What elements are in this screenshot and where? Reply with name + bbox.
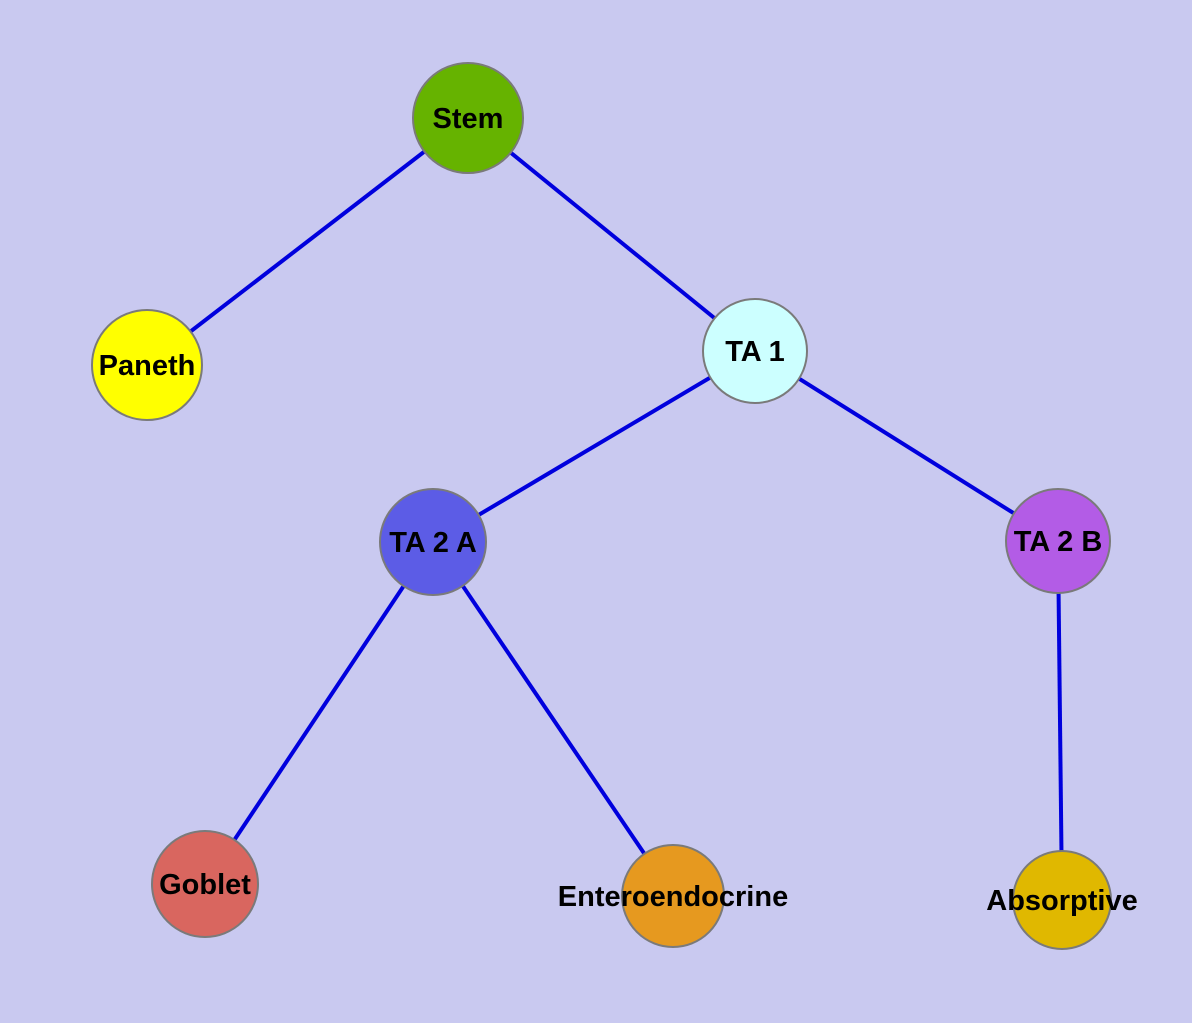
node-circle-goblet <box>151 830 259 938</box>
node-circle-stem <box>412 62 524 174</box>
node-ta1: TA 1 <box>702 298 808 404</box>
node-ta2b: TA 2 B <box>1005 488 1111 594</box>
node-ta2a: TA 2 A <box>379 488 487 596</box>
edge-stem-paneth <box>145 116 470 367</box>
node-circle-ta2b <box>1005 488 1111 594</box>
node-enteroendocrine: Enteroendocrine <box>558 844 788 948</box>
node-label-ta2a: TA 2 A <box>389 527 477 559</box>
edge-ta1-ta2b <box>753 349 1060 543</box>
node-absorptive: Absorptive <box>986 850 1138 950</box>
node-paneth: Paneth <box>91 309 203 421</box>
node-circle-ta2a <box>379 488 487 596</box>
edge-ta2b-absorptive <box>1056 540 1064 901</box>
node-goblet: Goblet <box>151 830 259 938</box>
edge-stem-ta1 <box>466 116 757 353</box>
node-label-paneth: Paneth <box>99 350 196 382</box>
node-label-goblet: Goblet <box>159 869 251 901</box>
node-label-ta1: TA 1 <box>725 336 785 368</box>
node-circle-absorptive <box>1012 850 1112 950</box>
edge-ta1-ta2a <box>431 349 757 544</box>
node-stem: Stem <box>412 62 524 174</box>
node-label-ta2b: TA 2 B <box>1014 526 1103 558</box>
node-label-stem: Stem <box>433 103 504 135</box>
node-circle-ta1 <box>702 298 808 404</box>
node-circle-enteroendocrine <box>621 844 725 948</box>
node-label-enteroendocrine: Enteroendocrine <box>558 881 788 913</box>
edge-ta2a-enteroendocrine <box>431 540 675 898</box>
node-circle-paneth <box>91 309 203 421</box>
node-label-absorptive: Absorptive <box>986 885 1137 917</box>
edge-ta2a-goblet <box>203 540 435 886</box>
